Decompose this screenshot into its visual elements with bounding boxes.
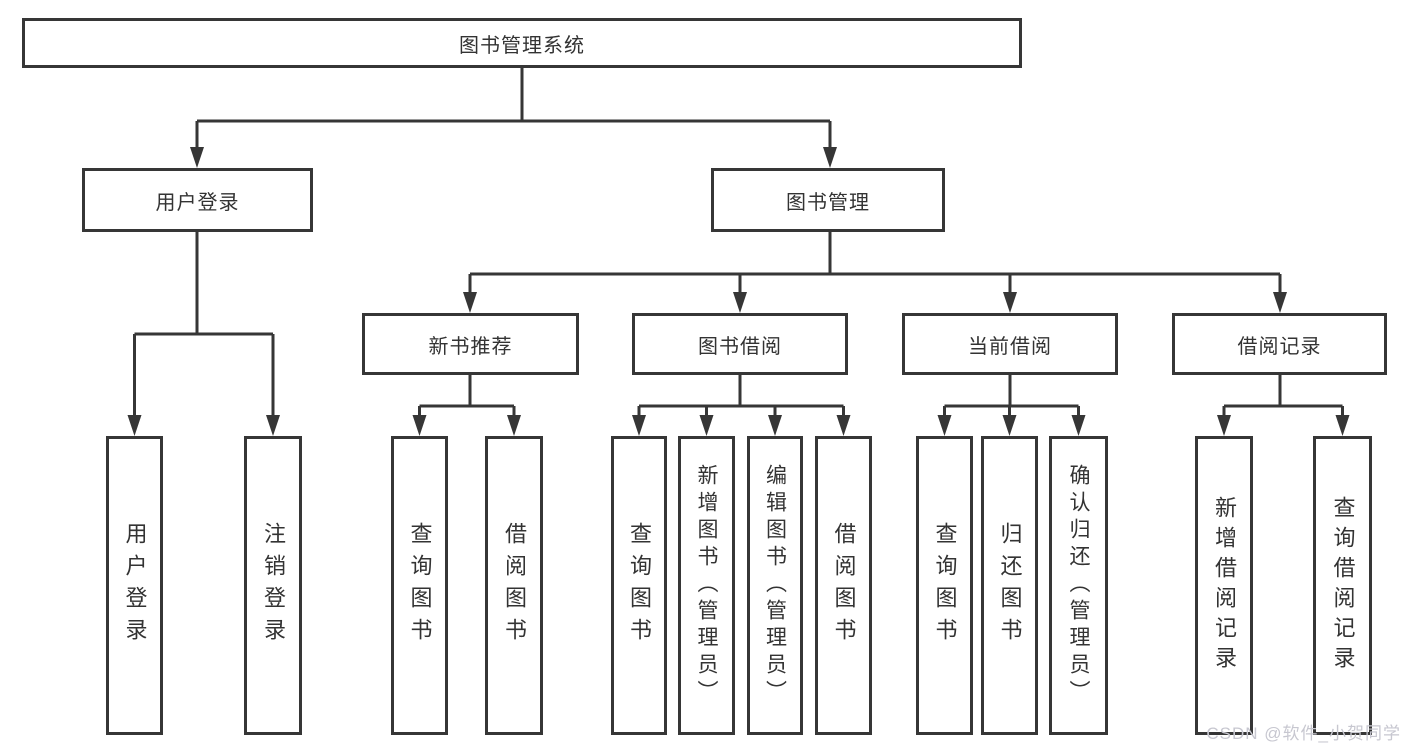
leaf-query-books-1: 查询图书 [391, 436, 448, 735]
node-root: 图书管理系统 [22, 18, 1022, 68]
node-label: 用户登录 [122, 521, 148, 650]
node-label: 编辑图书（管理员） [763, 464, 787, 707]
node-borrow-records: 借阅记录 [1172, 313, 1387, 375]
leaf-add-borrow-record: 新增借阅记录 [1195, 436, 1253, 735]
node-label: 新增图书（管理员） [695, 464, 718, 707]
node-label: 归还图书 [997, 521, 1023, 650]
leaf-confirm-return-admin: 确认归还（管理员） [1049, 436, 1108, 735]
node-label: 查询图书 [627, 521, 652, 650]
node-label: 图书管理系统 [459, 34, 585, 57]
node-label: 借阅图书 [831, 521, 857, 650]
watermark-text: CSDN @软件_小贺同学 [1206, 724, 1401, 743]
leaf-user-login: 用户登录 [106, 436, 163, 735]
node-label: 用户登录 [155, 191, 240, 214]
node-current-borrow: 当前借阅 [902, 313, 1118, 375]
leaf-return-books: 归还图书 [981, 436, 1038, 735]
leaf-borrow-books-2: 借阅图书 [815, 436, 872, 735]
node-label: 借阅记录 [1237, 335, 1322, 358]
node-label: 注销登录 [261, 521, 286, 650]
node-new-book-recommend: 新书推荐 [362, 313, 579, 375]
node-book-borrow: 图书借阅 [632, 313, 848, 375]
node-label: 当前借阅 [968, 335, 1052, 358]
node-label: 图书管理 [786, 191, 870, 214]
leaf-borrow-books-1: 借阅图书 [485, 436, 543, 735]
leaf-edit-books-admin: 编辑图书（管理员） [747, 436, 803, 735]
node-label: 新书推荐 [428, 335, 513, 358]
node-label: 查询图书 [407, 521, 433, 650]
leaf-query-borrow-record: 查询借阅记录 [1313, 436, 1372, 735]
node-label: 查询借阅记录 [1330, 495, 1356, 676]
node-user-login: 用户登录 [82, 168, 313, 232]
leaf-logout-login: 注销登录 [244, 436, 302, 735]
leaf-query-books-3: 查询图书 [916, 436, 973, 735]
leaf-query-books-2: 查询图书 [611, 436, 667, 735]
node-label: 查询图书 [932, 521, 958, 650]
node-label: 新增借阅记录 [1212, 495, 1237, 676]
arrowhead-icons [127, 147, 1350, 436]
node-label: 确认归还（管理员） [1067, 464, 1090, 707]
node-label: 图书借阅 [698, 335, 782, 358]
leaf-add-books-admin: 新增图书（管理员） [678, 436, 735, 735]
node-book-management: 图书管理 [711, 168, 945, 232]
node-label: 借阅图书 [502, 521, 527, 650]
